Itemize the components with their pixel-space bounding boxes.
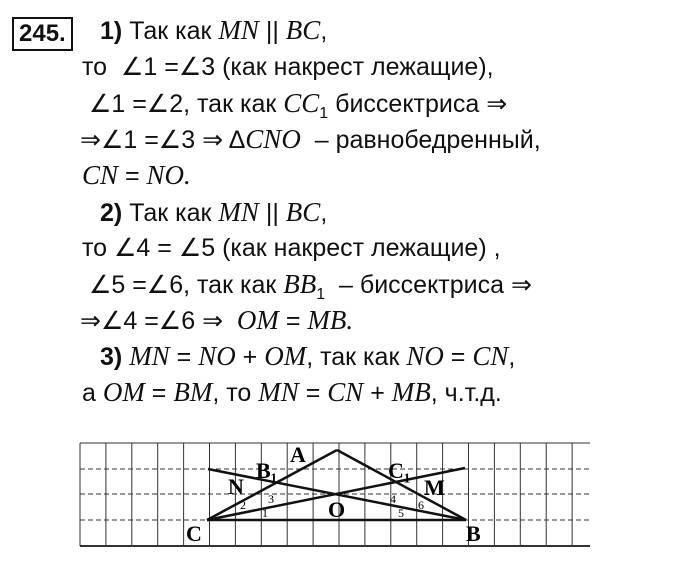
text-segment: Так как [129,17,219,45]
label-C1: C₁ [388,458,410,483]
text-segment: OM [236,305,279,335]
text-segment: = [443,343,473,371]
text-segment: ⇒∠4 =∠6 ⇒ [80,307,237,335]
text-segment: BC [285,197,321,227]
text-segment: OM [102,377,145,407]
text-segment: , [320,199,328,227]
text-segment: 1 [319,105,329,122]
text-segment: то ∠4 = ∠5 (как накрест лежащие) , [82,234,501,262]
text-segment: – биссектриса ⇒ [325,271,532,299]
solution-line: ⇒∠4 =∠6 ⇒ OM = MB. [80,305,353,336]
text-segment: NO. [146,160,191,190]
text-segment: CN [82,160,119,190]
text-segment: 3) [100,343,130,371]
angle-4: 4 [390,492,396,506]
solution-line: ∠1 =∠2, так как CC1 биссектриса ⇒ [82,88,507,123]
text-segment: = [278,307,308,335]
solution-line: 2) Так как MN || BC, [100,197,327,228]
segment-AB [336,448,467,522]
text-segment: = [144,379,174,407]
solution-line: то ∠1 =∠3 (как накрест лежащие), [82,52,494,82]
label-B: B [466,521,481,546]
text-segment: = [169,343,199,371]
angle-5: 5 [398,506,404,520]
text-segment: CNO [245,124,301,154]
text-segment: , [320,17,328,45]
solution-line: то ∠4 = ∠5 (как накрест лежащие) , [82,233,501,263]
text-segment: + [363,379,392,407]
text-segment: , [508,343,516,371]
text-segment: , то [212,379,259,407]
text-segment: BC [285,15,321,45]
angle-3: 3 [268,492,274,506]
text-segment: BB [283,269,317,299]
label-A: A [290,442,306,467]
label-M: M [424,475,445,500]
text-segment: = [118,162,147,190]
text-segment: || [258,17,286,45]
label-N: N [228,474,244,499]
text-segment: ⇒∠1 =∠3 ⇒ Δ [80,126,246,154]
angle-1: 1 [262,506,268,520]
text-segment: Так как [129,199,219,227]
text-segment: MN [258,377,299,407]
text-segment: – равнобедренный, [300,126,541,154]
text-segment: MB [391,377,431,407]
text-segment: + [235,343,265,371]
angle-6: 6 [418,498,424,512]
text-segment: || [258,199,286,227]
solution-line: ⇒∠1 =∠3 ⇒ ΔCNO – равнобедренный, [80,124,541,155]
segment-CA [206,448,338,522]
text-segment: CN [327,377,364,407]
bisector-BB1 [207,467,467,522]
text-segment: CN [472,341,509,371]
text-segment: OM [264,341,307,371]
text-segment: биссектриса ⇒ [328,90,508,118]
solution-line: CN = NO. [82,160,191,191]
text-segment: а [82,379,103,407]
angle-2: 2 [240,498,246,512]
solution-line: ∠5 =∠6, так как BB1 – биссектриса ⇒ [82,269,532,304]
text-segment: , так как [306,343,407,371]
text-segment: = [298,379,328,407]
text-segment: 1 [316,286,326,303]
grid [79,442,590,547]
text-segment: MN [129,341,170,371]
label-C: C [186,521,202,546]
label-B1: B₁ [256,458,277,483]
text-segment: 1) [100,17,130,45]
text-segment: , ч.т.д. [430,379,502,407]
text-segment: MN [218,197,259,227]
text-segment: MN [218,15,259,45]
text-segment: ∠1 =∠2, так как [82,90,284,118]
text-segment: MB. [307,305,354,335]
text-segment: 2) [100,199,130,227]
label-O: O [328,497,345,522]
text-segment: BM [173,377,213,407]
text-segment: то ∠1 =∠3 (как накрест лежащие), [82,53,494,81]
text-segment: CC [283,88,320,118]
text-segment: ∠5 =∠6, так как [82,271,284,299]
solution-line: 1) Так как MN || BC, [100,15,327,46]
solution-line: 3) MN = NO + OM, так как NO = CN, [100,341,515,372]
problem-number: 245. [12,17,73,51]
text-segment: NO [198,341,236,371]
text-segment: NO [406,341,444,371]
solution-line: а OM = BM, то MN = CN + MB, ч.т.д. [82,377,502,408]
